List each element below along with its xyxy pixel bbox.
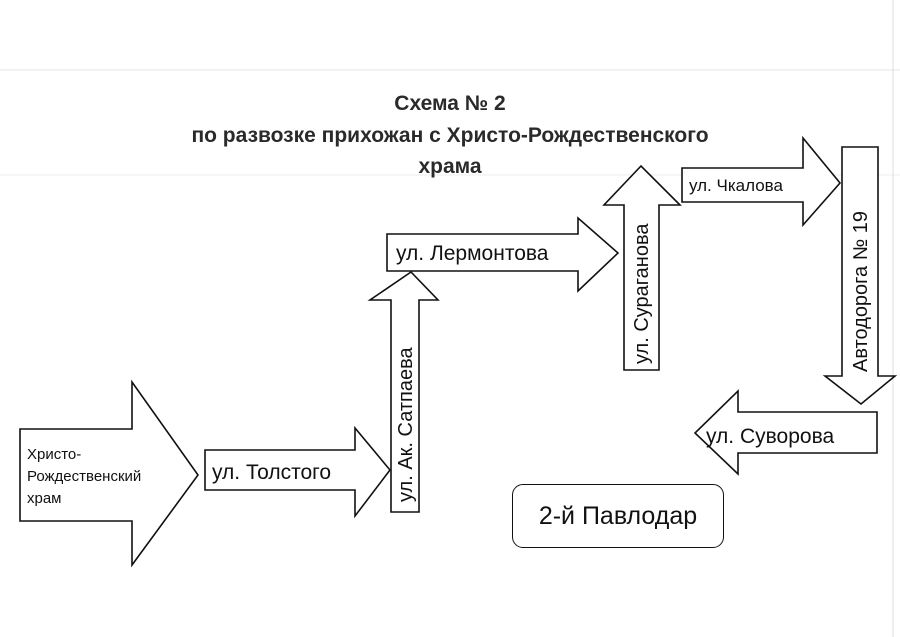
title-line-1: Схема № 2 (394, 92, 506, 115)
arrow-lermontova: ул. Лермонтова (386, 216, 620, 293)
arrow-satpaeva: ул. Ак. Сатпаева (367, 270, 440, 513)
arrow-start-church: Христо- Рождественский храм (19, 379, 199, 568)
arrow-avtodoroga-19: Автодорога № 19 (822, 146, 898, 406)
satpaeva-label: ул. Ак. Сатпаева (395, 346, 417, 502)
suvorova-label: ул. Суворова (706, 425, 835, 448)
title-line-2: по развозке прихожан с Христо-Рождествен… (191, 124, 709, 147)
avtodoroga-label: Автодорога № 19 (850, 211, 872, 372)
arrow-tolstogo: ул. Толстого (204, 425, 392, 519)
destination-2-pavlodar: 2-й Павлодар (512, 484, 724, 548)
arrow-suraganova: ул. Сураганова (602, 164, 682, 371)
suraganova-label: ул. Сураганова (631, 223, 653, 364)
start-label-line-3: храм (27, 490, 62, 507)
start-label-line-2: Рождественский (27, 468, 141, 485)
chkalova-label: ул. Чкалова (689, 176, 783, 195)
arrow-chkalova: ул. Чкалова (681, 135, 842, 228)
title-line-3: храма (418, 155, 482, 178)
start-label-line-1: Христо- (27, 446, 81, 463)
tolstogo-label: ул. Толстого (212, 461, 331, 484)
lermontova-label: ул. Лермонтова (396, 242, 549, 265)
arrow-suvorova: ул. Суворова (693, 389, 878, 476)
